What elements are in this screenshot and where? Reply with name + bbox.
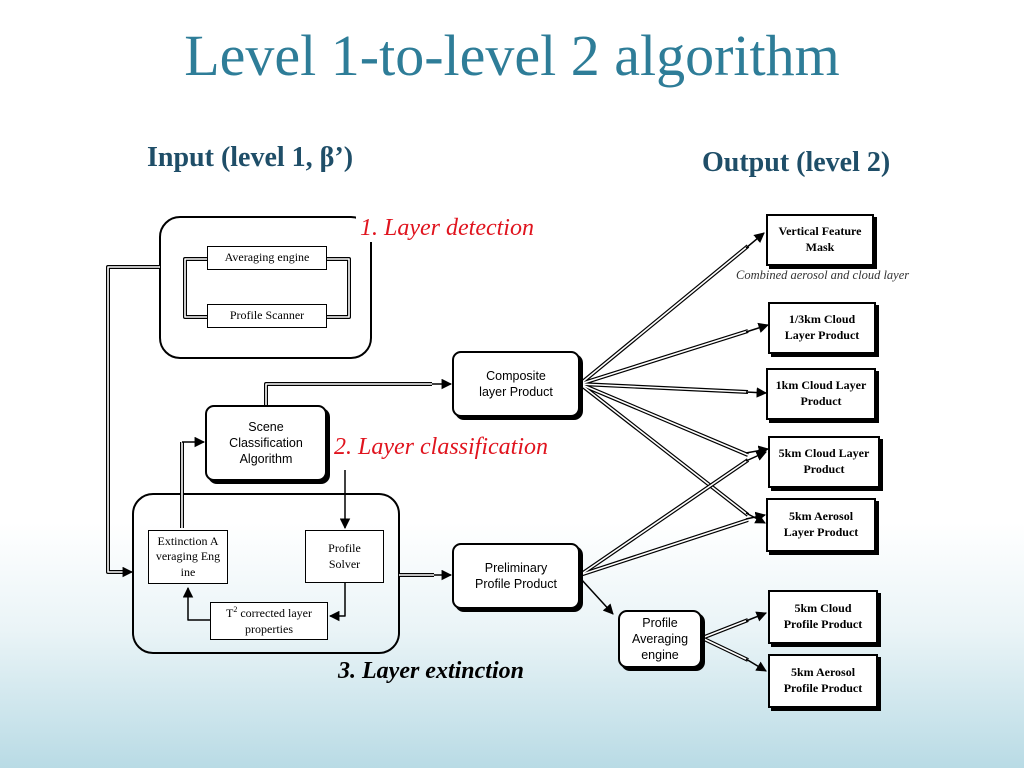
- detection-loop-line: [183, 257, 351, 319]
- profile-averaging-engine-text: Profile Averaging engine: [631, 615, 689, 663]
- solver-to-t2-line: [328, 583, 346, 622]
- scene-classification-text: Scene Classification Algorithm: [229, 419, 303, 467]
- cloud-5km-layer-product-node: 5km Cloud Layer Product: [768, 436, 880, 488]
- averaging-engine-node: Averaging engine: [207, 246, 327, 270]
- vertical-feature-mask-note: Combined aerosol and cloud layer: [736, 268, 910, 282]
- layer-detection-group: [159, 216, 372, 359]
- cloud-1km-layer-product-node: 1km Cloud Layer Product: [766, 368, 876, 420]
- cloud-1km-layer-product-text: 1km Cloud Layer Product: [775, 378, 867, 408]
- t2-corrected-layer-properties-text: T2 corrected layer properties: [217, 605, 321, 637]
- vertical-feature-mask-node: Vertical Feature Mask: [766, 214, 874, 266]
- slide-title: Level 1-to-level 2 algorithm: [184, 23, 840, 88]
- stage-layer-extinction-label: 3. Layer extinction: [338, 658, 524, 684]
- averaging-engine-text: Averaging engine: [224, 250, 310, 265]
- scene-to-composite-line: [264, 378, 453, 405]
- extinction-averaging-engine-node: Extinction Averaging Engine: [148, 530, 228, 584]
- input-heading: Input (level 1, β’): [147, 142, 354, 173]
- t2-exponent: 2: [233, 604, 238, 614]
- t2-corrected-layer-properties-node: T2 corrected layer properties: [210, 602, 328, 640]
- cloud-5km-profile-product-text: 5km Cloud Profile Product: [783, 601, 863, 631]
- composite-layer-product-node: Composite layer Product: [452, 351, 580, 417]
- stage-layer-detection-label: 1. Layer detection: [356, 215, 538, 242]
- aerosol-5km-layer-product-text: 5km Aerosol Layer Product: [783, 509, 859, 539]
- cloud-1-3km-layer-product-text: 1/3km Cloud Layer Product: [784, 312, 860, 342]
- cloud-1-3km-layer-product-node: 1/3km Cloud Layer Product: [768, 302, 876, 354]
- aerosol-5km-layer-product-node: 5km Aerosol Layer Product: [766, 498, 876, 552]
- input-feed-line: [106, 265, 160, 578]
- aerosol-5km-profile-product-node: 5km Aerosol Profile Product: [768, 654, 878, 708]
- profile-averaging-engine-node: Profile Averaging engine: [618, 610, 702, 668]
- profile-solver-node: Profile Solver: [305, 530, 384, 583]
- preliminary-profile-product-text: Preliminary Profile Product: [475, 560, 557, 591]
- aerosol-5km-profile-product-text: 5km Aerosol Profile Product: [783, 665, 863, 695]
- output-heading: Output (level 2): [702, 147, 891, 178]
- t2-rest: corrected layer properties: [237, 605, 312, 636]
- composite-layer-product-text: Composite layer Product: [479, 368, 553, 399]
- preliminary-fanout-lines: [578, 451, 767, 577]
- t2-prefix: T: [226, 605, 234, 620]
- profile-scanner-text: Profile Scanner: [229, 308, 305, 323]
- scene-classification-node: Scene Classification Algorithm: [205, 405, 327, 481]
- profile-scanner-node: Profile Scanner: [207, 304, 327, 328]
- t2-to-extinction-line: [182, 586, 210, 621]
- profile-solver-text: Profile Solver: [328, 540, 361, 571]
- cloud-5km-layer-product-text: 5km Cloud Layer Product: [778, 446, 870, 476]
- cloud-5km-profile-product-node: 5km Cloud Profile Product: [768, 590, 878, 644]
- composite-fanout-lines: [578, 232, 770, 524]
- averaging-fanout-lines: [701, 611, 767, 672]
- preliminary-to-averaging-line: [580, 578, 614, 615]
- extinction-to-scene-line: [180, 436, 206, 528]
- vertical-feature-mask-text: Vertical Feature Mask: [778, 224, 862, 254]
- stage-layer-classification-label: 2. Layer classification: [330, 434, 552, 461]
- extinction-averaging-engine-text: Extinction Averaging Engine: [155, 533, 221, 579]
- preliminary-profile-product-node: Preliminary Profile Product: [452, 543, 580, 609]
